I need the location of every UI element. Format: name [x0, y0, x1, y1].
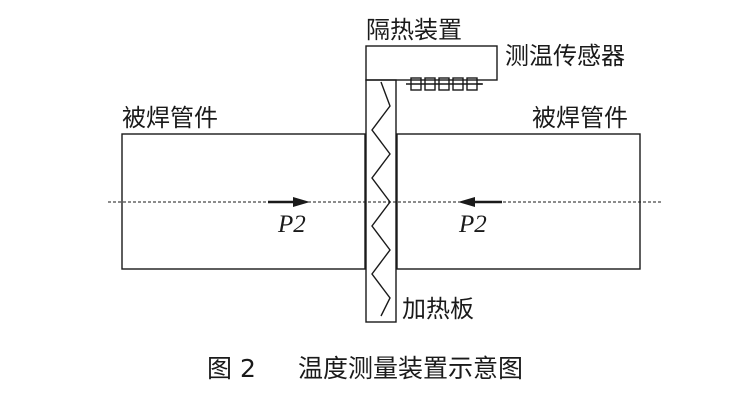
insulation-device [365, 45, 498, 81]
right-pipe-label: 被焊管件 [532, 104, 628, 132]
sensor-label: 测温传感器 [505, 42, 625, 70]
arrow-left-icon [458, 197, 502, 207]
force-label-right: P2 [458, 211, 487, 238]
insulation-label: 隔热装置 [366, 16, 462, 44]
force-label-left: P2 [277, 211, 306, 238]
figure-number: 图 2 [207, 354, 256, 383]
temperature-sensor [406, 77, 483, 91]
figure-title: 温度测量装置示意图 [298, 354, 523, 383]
heating-plate-label: 加热板 [402, 295, 474, 323]
left-pipe-label: 被焊管件 [122, 104, 218, 132]
arrow-right-icon [268, 197, 310, 207]
heating-element-zigzag [371, 81, 391, 317]
